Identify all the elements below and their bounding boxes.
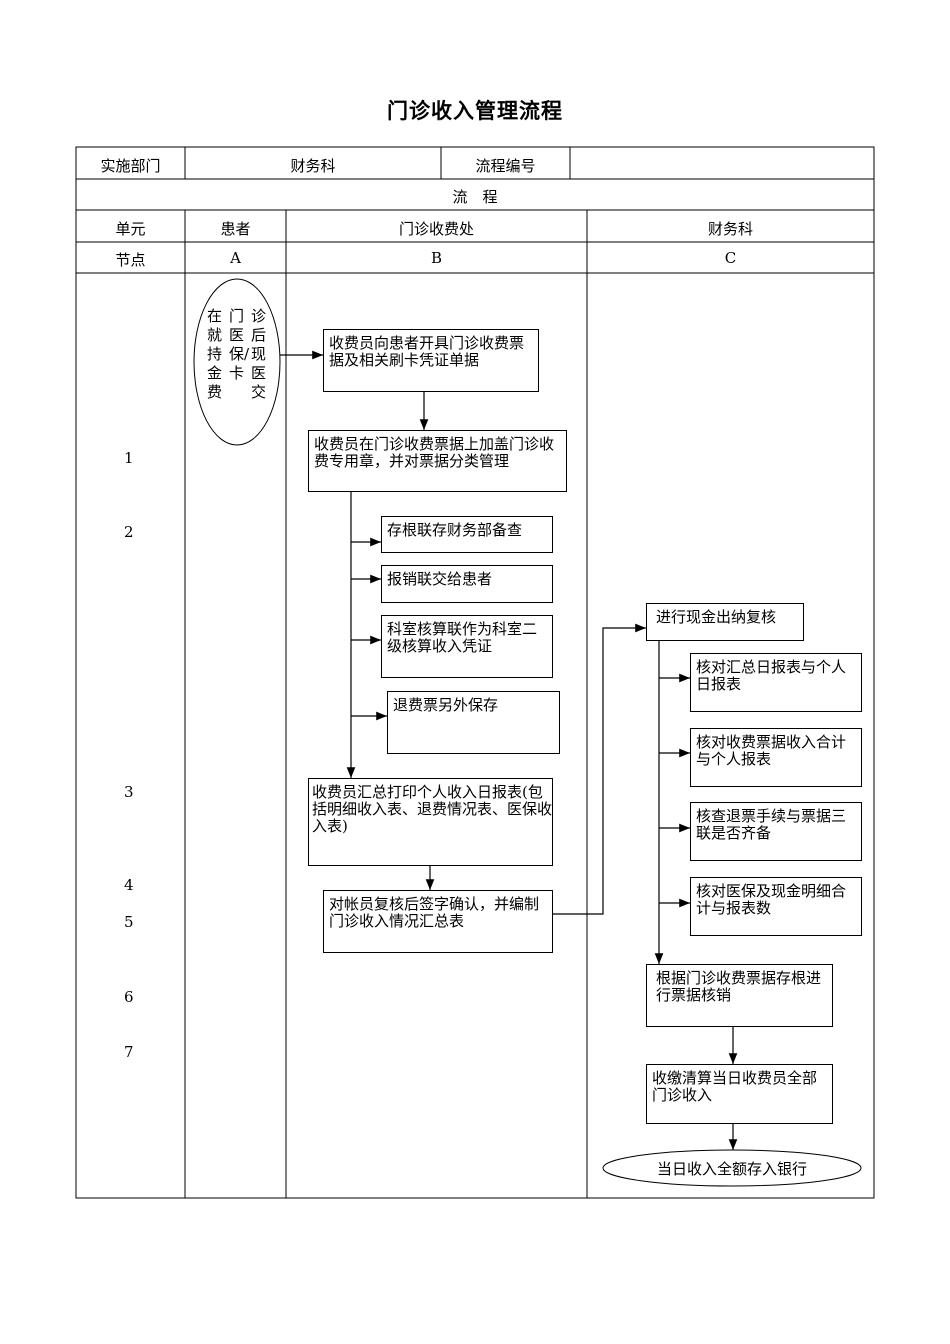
lane-name-b: 门诊收费处 <box>398 220 474 238</box>
flow-label: 流 程 <box>452 188 498 206</box>
print-daily-box: 收费员汇总打印个人收入日报表(包括明细收入表、退费情况表、医保收入表) <box>308 778 553 866</box>
collect-all-box: 收缴清算当日收费员全部门诊收入 <box>646 1064 833 1124</box>
lane-name-a: 患者 <box>220 220 251 238</box>
issue-receipt-box: 收费员向患者开具门诊收费票据及相关刷卡凭证单据 <box>323 329 539 392</box>
lane-name-c: 财务科 <box>707 220 753 238</box>
reimburse-copy-box: 报销联交给患者 <box>381 565 553 603</box>
deposit-text: 当日收入全额存入银行 <box>656 1160 807 1178</box>
node-number: 1 <box>124 449 134 467</box>
node-number: 4 <box>124 876 134 894</box>
patient-text-col3: 诊后现医交 <box>251 307 267 401</box>
check-insurance-box: 核对医保及现金明细合计与报表数 <box>690 877 862 936</box>
node-number: 7 <box>124 1043 134 1061</box>
dept-value: 财务科 <box>290 157 336 175</box>
node-number: 5 <box>124 913 134 931</box>
node-number: 2 <box>124 523 134 541</box>
check-refund-box: 核查退票手续与票据三联是否齐备 <box>690 802 862 861</box>
arrow-verify-to-cash <box>552 623 646 915</box>
patient-text-col2: 门医保/卡 <box>229 307 250 382</box>
node-number: 6 <box>124 988 134 1006</box>
node-label: 节点 <box>115 251 146 269</box>
page-title: 门诊收入管理流程 <box>387 98 563 123</box>
unit-label: 单元 <box>115 220 146 238</box>
cash-review-box: 进行现金出纳复核 <box>646 603 804 641</box>
deposit-oval <box>602 1149 862 1187</box>
lane-node-b: B <box>430 249 443 267</box>
patient-oval <box>193 278 281 446</box>
dept-copy-box: 科室核算联作为科室二级核算收入凭证 <box>381 615 553 678</box>
write-off-box: 根据门诊收费票据存根进行票据核销 <box>646 964 833 1027</box>
lane-node-a: A <box>230 249 241 267</box>
lane-node-c: C <box>724 249 737 267</box>
refund-keep-box: 退费票另外保存 <box>387 691 560 754</box>
stub-archive-box: 存根联存财务部备查 <box>381 516 553 553</box>
patient-text-col1: 在就持金费 <box>207 307 223 401</box>
dept-label: 实施部门 <box>100 157 161 175</box>
check-total-box: 核对收费票据收入合计与个人报表 <box>690 728 862 787</box>
node-number: 3 <box>124 783 134 801</box>
stamp-classify-box: 收费员在门诊收费票据上加盖门诊收费专用章，并对票据分类管理 <box>308 430 567 492</box>
check-summary-box: 核对汇总日报表与个人日报表 <box>690 653 862 712</box>
table-border <box>75 146 875 1199</box>
verify-sign-box: 对帐员复核后签字确认，并编制门诊收入情况汇总表 <box>323 890 553 953</box>
code-label: 流程编号 <box>475 157 536 175</box>
